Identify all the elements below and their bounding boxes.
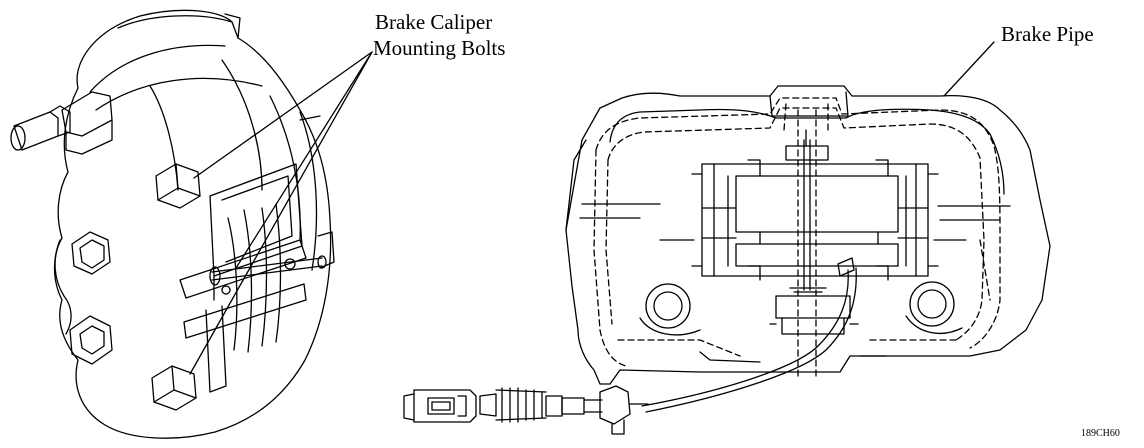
brake-pipe-label: Brake Pipe	[1001, 22, 1094, 46]
mounting-bolts-label: Mounting Bolts	[373, 36, 506, 60]
brake-caliper-label: Brake Caliper	[375, 10, 493, 34]
figure-code: 189CH60	[1081, 428, 1120, 439]
caliper-plan-view	[404, 42, 1050, 434]
caliper-perspective-view	[11, 10, 372, 438]
